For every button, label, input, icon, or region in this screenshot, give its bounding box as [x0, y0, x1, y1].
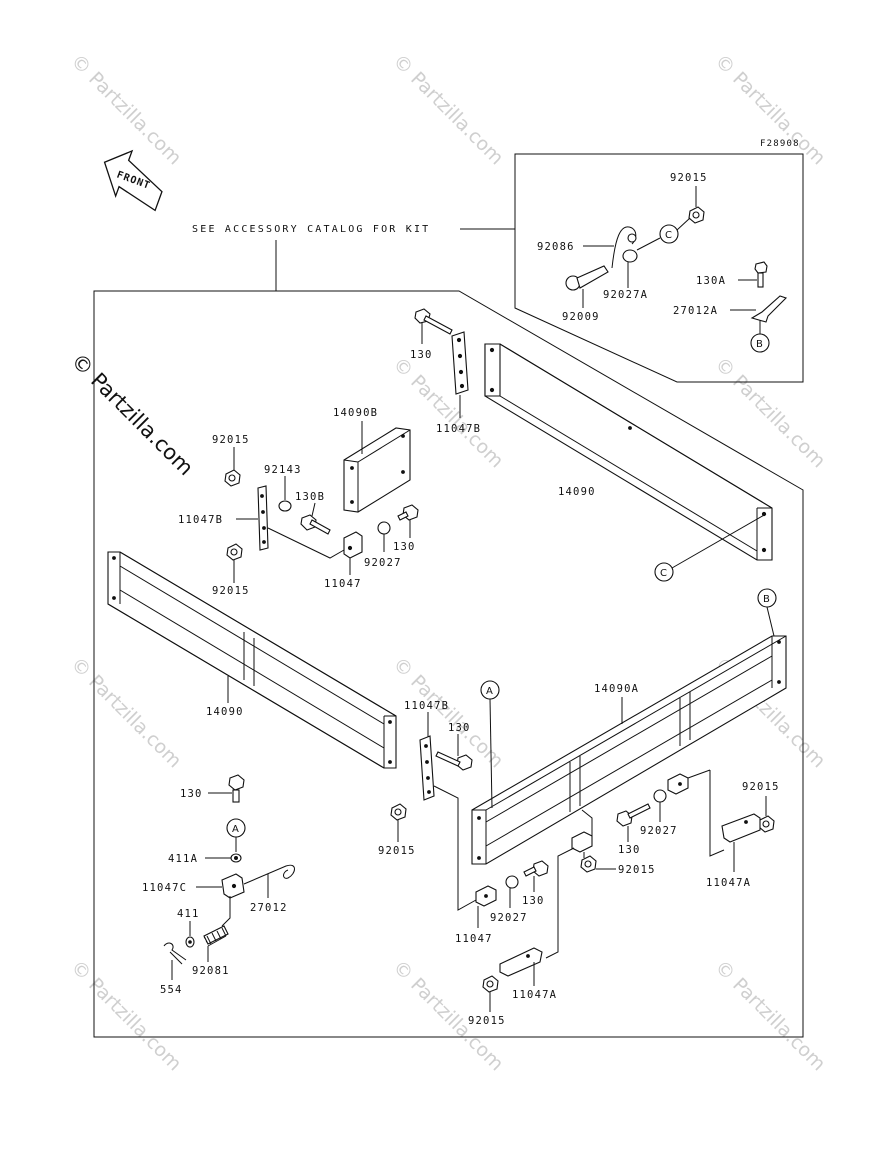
part-label: 92086	[537, 241, 575, 253]
lower-left-hardware	[163, 774, 295, 980]
part-label: 130B	[295, 491, 325, 503]
part-label: 130	[522, 895, 545, 907]
part-label: 130	[180, 788, 203, 800]
part-label: 92027	[364, 557, 402, 569]
bolt-shank-icon	[757, 272, 764, 288]
watermark-text: © Partzilla.com	[388, 50, 507, 169]
part-label: 92027A	[603, 289, 648, 301]
part-label: 92015	[670, 172, 708, 184]
part-label: 554	[160, 984, 183, 996]
watermark-text: © Partzilla.com	[66, 50, 185, 169]
bolt-icon	[754, 261, 768, 274]
part-label: 411A	[168, 853, 198, 865]
frame-14090-right	[484, 343, 773, 561]
part-label: 92027	[490, 912, 528, 924]
part-label: 14090A	[594, 683, 639, 695]
watermark-text: © Partzilla.com	[66, 956, 185, 1075]
wire-terminal-icon	[627, 233, 637, 243]
bracket-11047b-top	[414, 308, 469, 418]
bracket-11047b-mid	[390, 712, 477, 911]
part-label: 130	[618, 844, 641, 856]
part-label: 411	[177, 908, 200, 920]
part-label: 14090	[558, 486, 596, 498]
callout-c-letter: C	[660, 568, 667, 579]
part-label: 27012	[250, 902, 288, 914]
frame-14090-left	[107, 551, 397, 769]
watermark-text: © Partzilla.com	[710, 50, 829, 169]
part-label: 11047	[455, 933, 493, 945]
callout-c-letter: C	[665, 230, 672, 241]
kit-parts	[565, 186, 788, 353]
callout-b-letter: B	[763, 594, 770, 605]
callout-a-letter: A	[232, 824, 239, 835]
part-label: 92015	[212, 585, 250, 597]
callout-b-icon	[750, 333, 770, 353]
watermark-text: © Partzilla.com	[710, 353, 829, 472]
part-label: 92015	[618, 864, 656, 876]
part-label: 14090	[206, 706, 244, 718]
callout-b-letter: B	[756, 339, 763, 350]
part-label: 130	[448, 722, 471, 734]
part-label: 130	[393, 541, 416, 553]
callout-c-icon	[654, 562, 674, 582]
part-label: 92015	[378, 845, 416, 857]
callout-a-letter: A	[486, 686, 493, 697]
bracket-icon	[750, 295, 788, 323]
frame-14090a	[471, 635, 787, 865]
collar-icon	[622, 249, 638, 263]
watermark-text: © Partzilla.com	[710, 956, 829, 1075]
part-label: 14090B	[333, 407, 378, 419]
part-label: 11047A	[706, 877, 751, 889]
part-label: 11047C	[142, 882, 187, 894]
part-label: 130	[410, 349, 433, 361]
part-label: 11047B	[404, 700, 449, 712]
part-label: 92009	[562, 311, 600, 323]
lower-right-hardware	[475, 769, 775, 1012]
accessory-note: SEE ACCESSORY CATALOG FOR KIT	[192, 224, 430, 235]
part-label: 11047B	[178, 514, 223, 526]
bolt-shank-icon	[576, 265, 609, 289]
callout-c-icon	[659, 224, 679, 244]
main-assembly-frame	[93, 290, 804, 1038]
part-label: 92015	[468, 1015, 506, 1027]
part-label: 92027	[640, 825, 678, 837]
part-label: 130A	[696, 275, 726, 287]
part-label: 11047A	[512, 989, 557, 1001]
part-labels: 92015 92086 92027A 92009 130A 27012A 130…	[142, 172, 780, 1027]
part-label: 11047	[324, 578, 362, 590]
part-label: 92015	[742, 781, 780, 793]
watermark-main-text: © Partzilla.com	[66, 349, 198, 481]
leader-line	[671, 513, 767, 569]
part-label: 11047B	[436, 423, 481, 435]
front-arrow-icon: FRONT	[103, 149, 163, 212]
part-label: 92015	[212, 434, 250, 446]
plate-14090b	[343, 421, 411, 513]
part-label: 92081	[192, 965, 230, 977]
watermark-layer: © Partzilla.com © Partzilla.com © Partzi…	[66, 50, 829, 1075]
part-label: 27012A	[673, 305, 718, 317]
kit-inset-frame	[514, 153, 804, 383]
watermark-text: © Partzilla.com	[66, 653, 185, 772]
figure-code: F28908	[760, 139, 800, 149]
part-label: 92143	[264, 464, 302, 476]
left-upper-hardware	[224, 447, 419, 583]
nut-hole-icon	[692, 211, 700, 219]
